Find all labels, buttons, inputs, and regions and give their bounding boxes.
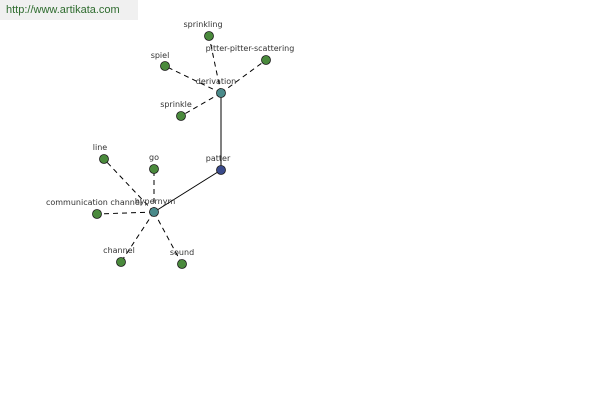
node-line[interactable] <box>99 154 109 164</box>
edge-hypernym-line <box>103 158 155 213</box>
node-label-hypernym[interactable]: hypernym <box>135 197 176 206</box>
node-label-derivation[interactable]: derivation <box>196 77 236 86</box>
node-derivation[interactable] <box>216 88 226 98</box>
node-label-go[interactable]: go <box>149 153 159 162</box>
node-label-channel[interactable]: channel <box>103 246 135 255</box>
node-label-sprinkling[interactable]: sprinkling <box>183 20 222 29</box>
node-spiel[interactable] <box>160 61 170 71</box>
node-label-line[interactable]: line <box>93 143 108 152</box>
node-label-sprinkle[interactable]: sprinkle <box>160 100 192 109</box>
node-pitter[interactable] <box>261 55 271 65</box>
node-channel[interactable] <box>116 257 126 267</box>
node-label-comm[interactable]: communication channel <box>46 198 142 207</box>
node-label-pitter[interactable]: pitter-pitter-scattering <box>206 44 295 53</box>
site-url-link[interactable]: http://www.artikata.com <box>0 0 138 20</box>
node-sound[interactable] <box>177 259 187 269</box>
edge-hypernym-sound <box>153 211 183 265</box>
edge-derivation-sprinkle <box>180 92 222 117</box>
node-sprinkling[interactable] <box>204 31 214 41</box>
edge-hypernym-comm <box>96 211 155 215</box>
node-label-sound[interactable]: sound <box>170 248 194 257</box>
edge-derivation-sprinkling <box>208 35 222 94</box>
node-hypernym[interactable] <box>149 207 159 217</box>
node-label-spiel[interactable]: spiel <box>151 51 170 60</box>
edge-derivation-spiel <box>164 65 222 94</box>
node-patter[interactable] <box>216 165 226 175</box>
node-go[interactable] <box>149 164 159 174</box>
node-comm[interactable] <box>92 209 102 219</box>
node-sprinkle[interactable] <box>176 111 186 121</box>
edge-hypernym-channel <box>120 211 155 263</box>
edge-derivation-pitter <box>220 59 267 94</box>
node-label-patter[interactable]: patter <box>206 154 231 163</box>
edge-patter-hypernym <box>153 169 222 213</box>
